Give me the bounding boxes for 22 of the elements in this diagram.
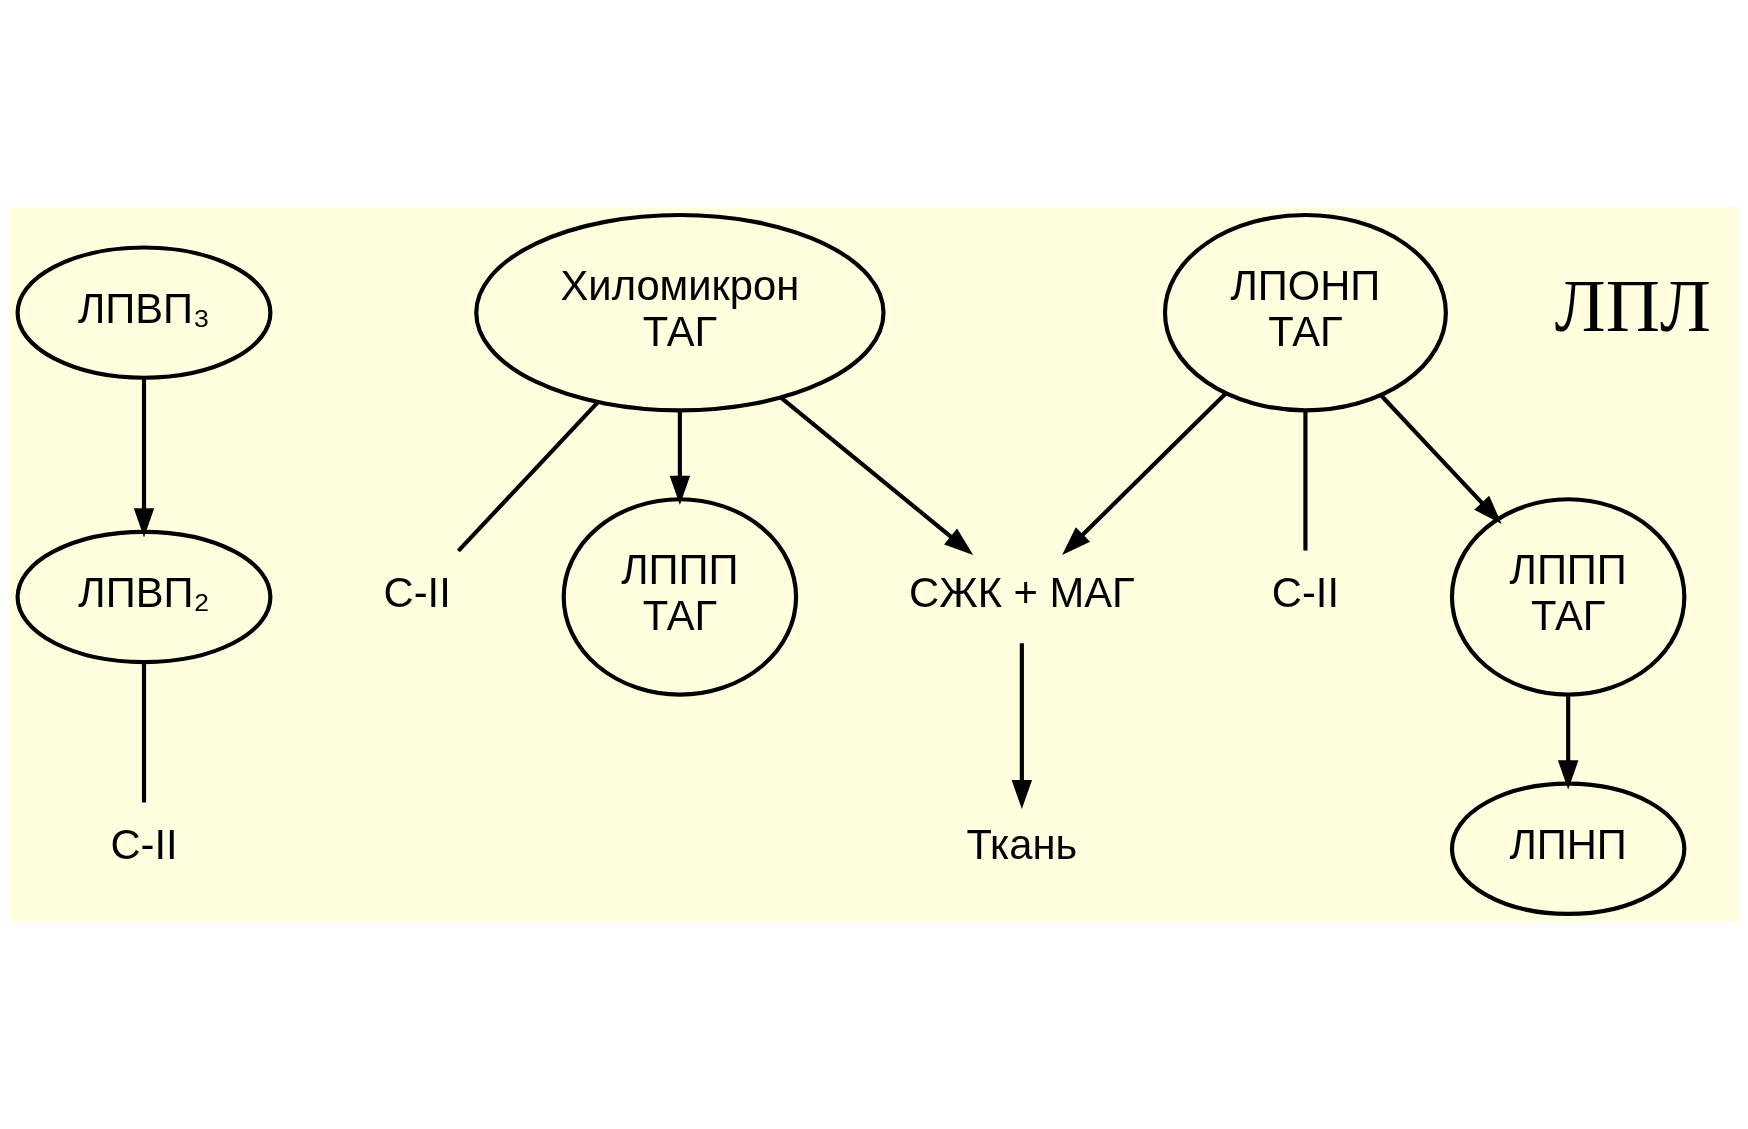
node-text: C-II bbox=[110, 821, 178, 869]
node-ellipse: ЛПВП₃ bbox=[15, 245, 273, 380]
arrow bbox=[779, 395, 974, 555]
connector bbox=[1303, 410, 1308, 551]
node-text: C-II bbox=[1271, 569, 1340, 617]
arrow bbox=[1557, 694, 1579, 790]
connector bbox=[141, 662, 147, 803]
node-ellipse: ЛППП ТАГ bbox=[561, 497, 799, 697]
node-ellipse: ЛПВП₂ bbox=[15, 529, 273, 665]
arrow bbox=[1062, 392, 1228, 556]
node-text: Ткань bbox=[966, 821, 1078, 869]
arrow bbox=[1011, 643, 1033, 810]
arrow bbox=[133, 377, 155, 538]
node-ellipse: Хиломикрон ТАГ bbox=[474, 212, 886, 413]
arrow bbox=[669, 410, 691, 505]
node-text: C-II bbox=[383, 569, 451, 617]
node-ellipse: ЛПНП bbox=[1449, 781, 1687, 916]
label: ЛПЛ bbox=[1554, 264, 1711, 347]
connector bbox=[456, 400, 600, 553]
arrow bbox=[1379, 393, 1502, 524]
node-ellipse: ЛПОНП ТАГ bbox=[1162, 212, 1448, 413]
node-text: СЖК + МАГ bbox=[909, 569, 1135, 617]
